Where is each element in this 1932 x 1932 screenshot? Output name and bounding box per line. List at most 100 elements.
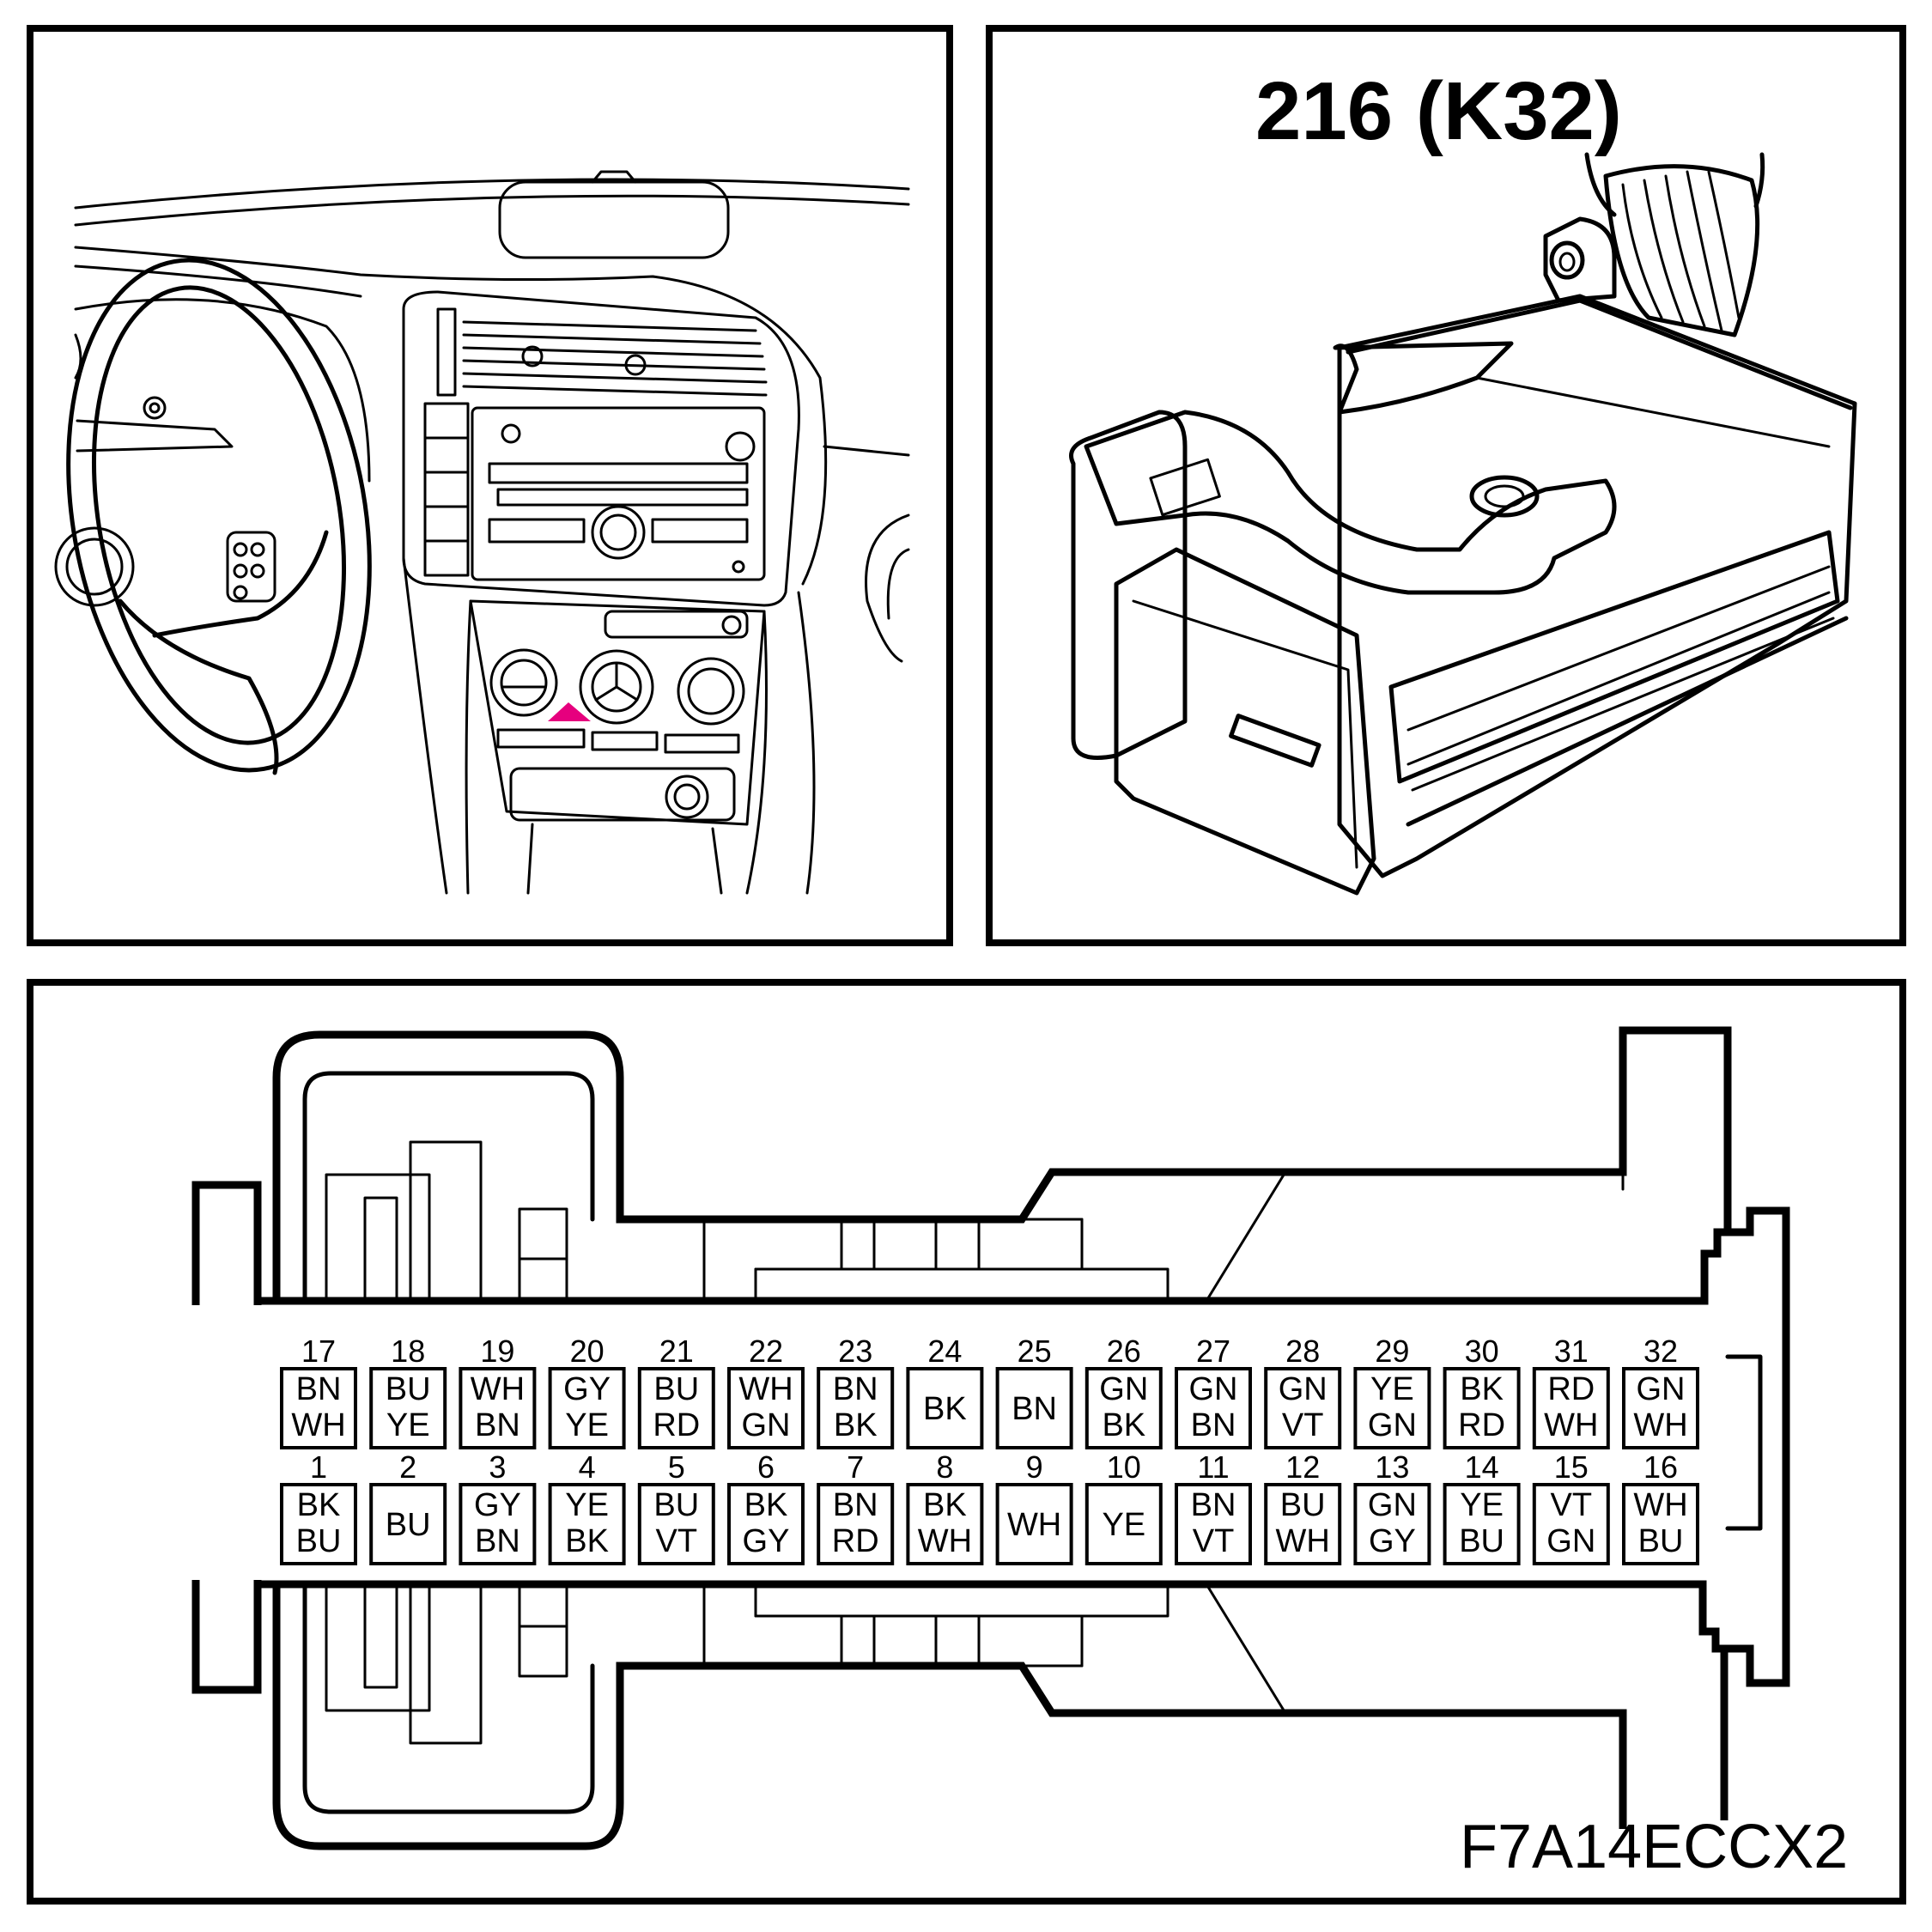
wire-color: BU — [1459, 1523, 1504, 1559]
wire-color: RD — [1547, 1371, 1595, 1407]
wire-color: GN — [1546, 1523, 1595, 1559]
pin-number: 11 — [1197, 1449, 1229, 1485]
wire-color: WH — [471, 1371, 525, 1407]
pin-cavity — [727, 1483, 805, 1565]
radio-unit — [423, 402, 766, 581]
pin-cavity — [1175, 1367, 1252, 1449]
pin-number: 12 — [1285, 1449, 1320, 1485]
pin-number: 8 — [936, 1449, 953, 1485]
pin-row-bottom: 1BKBU2BU3GYBN4YEBK5BUVT6BKGY7BNRD8BKWH9W… — [280, 1449, 1699, 1565]
wire-color: RD — [653, 1407, 700, 1443]
wire-color: BK — [565, 1523, 609, 1559]
pin-number: 10 — [1107, 1449, 1141, 1485]
wire-color: BK — [923, 1391, 967, 1427]
wire-color: WH — [291, 1407, 345, 1443]
pin-cavity — [1264, 1483, 1342, 1565]
wire-color: BU — [653, 1487, 699, 1523]
wire-color: BN — [833, 1371, 878, 1407]
pin-number: 15 — [1554, 1449, 1589, 1485]
pin-cavity — [637, 1367, 715, 1449]
connector-3d-panel: 216 (K32) — [986, 25, 1906, 946]
pin-number: 27 — [1196, 1334, 1230, 1369]
steering-wheel — [66, 258, 372, 775]
cable-bundle — [1584, 152, 1765, 337]
wire-color: BU — [386, 1507, 431, 1543]
pin-cavity — [817, 1483, 895, 1565]
pin-number: 22 — [749, 1334, 783, 1369]
pin-cavity — [369, 1367, 447, 1449]
wire-color: BN — [475, 1407, 520, 1443]
pinout-panel: 17BNWH18BUYE19WHBN20GYYE21BURD22WHGN23BN… — [27, 979, 1906, 1905]
pin-number: 29 — [1375, 1334, 1409, 1369]
wire-color: GN — [1368, 1407, 1417, 1443]
pin-cavity — [1175, 1483, 1252, 1565]
wire-color: BN — [296, 1371, 342, 1407]
wire-color: YE — [1370, 1371, 1414, 1407]
figure-reference: F7A14ECCX2 — [1460, 1813, 1848, 1881]
pin-cavity — [637, 1483, 715, 1565]
pin-cavity — [1084, 1483, 1163, 1565]
pin-number: 18 — [391, 1334, 425, 1369]
pin-number: 28 — [1285, 1334, 1320, 1369]
wire-color: GY — [1369, 1523, 1416, 1559]
pin-row-top: 17BNWH18BUYE19WHBN20GYYE21BURD22WHGN23BN… — [280, 1334, 1699, 1449]
pin-number: 9 — [1026, 1449, 1043, 1485]
pin-cavity — [995, 1367, 1073, 1449]
wire-color: WH — [1276, 1523, 1330, 1559]
wire-color: WH — [1633, 1487, 1687, 1523]
wire-color: WH — [738, 1371, 793, 1407]
wire-color: YE — [565, 1487, 609, 1523]
pin-cavity — [1622, 1483, 1699, 1565]
connector-housing — [1084, 294, 1857, 878]
pin-cavity — [280, 1367, 357, 1449]
pin-number: 4 — [579, 1449, 596, 1485]
wire-color: BU — [296, 1523, 342, 1559]
pin-number: 5 — [668, 1449, 685, 1485]
wire-color: GN — [742, 1407, 791, 1443]
wire-color: BK — [297, 1487, 341, 1523]
pin-cavity — [369, 1483, 447, 1565]
pin-number: 1 — [310, 1449, 327, 1485]
wire-color: BK — [744, 1487, 788, 1523]
cigarette-lighter — [665, 775, 709, 819]
wire-color: WH — [1007, 1507, 1061, 1543]
wire-color: BN — [1191, 1407, 1236, 1443]
pin-cavity — [548, 1367, 626, 1449]
pin-cavity — [1084, 1367, 1163, 1449]
wire-color: GN — [1279, 1371, 1327, 1407]
pin-number: 20 — [570, 1334, 605, 1369]
climate-controls — [489, 648, 745, 754]
wire-color: BK — [1460, 1371, 1504, 1407]
pin-number: 23 — [838, 1334, 872, 1369]
pin-cavity — [906, 1367, 984, 1449]
pin-cavity — [1264, 1367, 1342, 1449]
pin-cavity — [459, 1483, 537, 1565]
wire-color: WH — [1544, 1407, 1598, 1443]
wire-color: RD — [1458, 1407, 1505, 1443]
pin-number: 30 — [1465, 1334, 1499, 1369]
wire-color: GN — [1099, 1371, 1148, 1407]
pin-cavity — [280, 1483, 357, 1565]
pin-number: 17 — [301, 1334, 336, 1369]
wire-color: YE — [386, 1407, 430, 1443]
